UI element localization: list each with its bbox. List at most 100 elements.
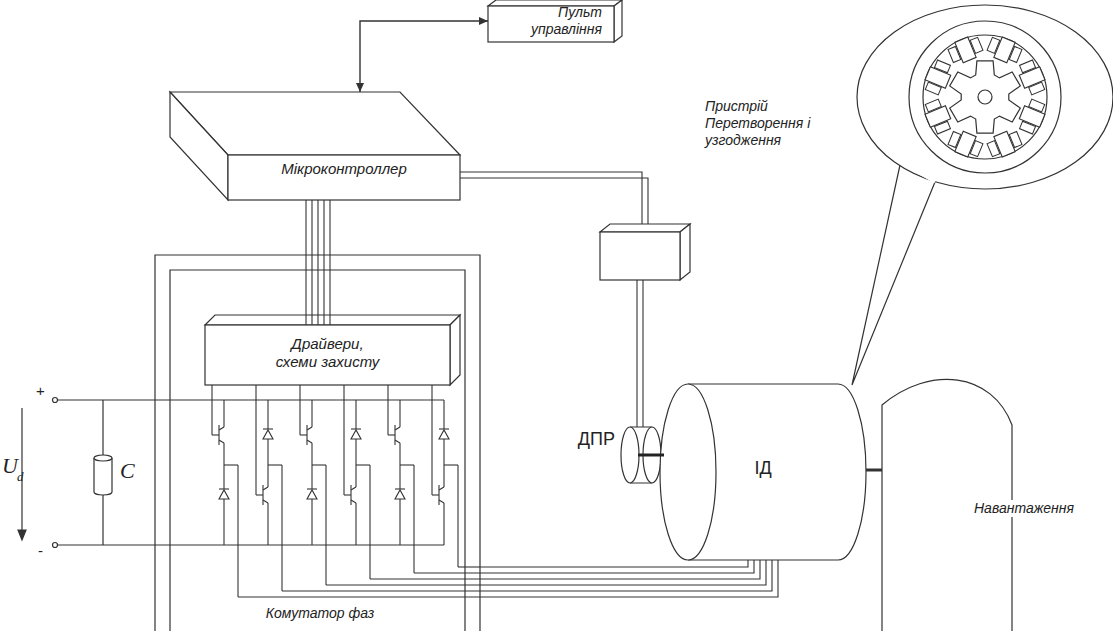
diode-symbol [219,488,229,489]
connector-line [360,21,488,92]
drivers-side [450,315,460,385]
igbt-symbol [307,427,312,430]
igbt-symbol [351,500,356,503]
phase-wire [457,465,458,567]
igbt-symbol [399,415,400,427]
mcu-side [170,92,228,200]
phase-wire [400,464,414,465]
phase-wire [237,465,238,597]
capacitor-symbol [94,458,112,495]
diagram-node: ІД [660,384,866,560]
diode-symbol [395,490,405,499]
diode-symbol [267,415,268,429]
coil [987,37,1000,53]
coil [925,82,941,95]
igbt-symbol [395,440,400,443]
stator-pole [922,98,955,136]
diagram-node: Комутатор фазДрайвери, схеми захисту [155,255,480,631]
diagram-node: ДПР [621,427,661,483]
gate-wire [431,385,432,495]
gate-wire [299,385,300,435]
connector-line [480,560,772,591]
bridge-wire [311,400,312,415]
converter-bridge [212,385,480,597]
phase-wire [224,464,238,465]
igbt-gate [435,494,439,495]
diode-symbol [351,428,361,429]
bridge-wire [399,400,400,415]
diagram-node: Пристрій Перетворення і узгодження [600,224,690,280]
diode-symbol [351,430,361,439]
coil [934,121,950,134]
connector [360,21,488,92]
stator-pole [1016,58,1049,96]
connector [460,172,648,224]
coil [1009,46,1022,62]
iface-side [680,224,690,280]
circuit-label: C [120,460,135,482]
node-label: Драйвери, схеми захисту [270,335,385,371]
phase-wire [444,464,458,465]
node-label: Пульт управління [518,4,602,38]
bridge-wire [355,400,356,415]
bridge-wire [399,515,400,545]
diagram-node: Мікроконтроллер [170,92,460,200]
connector-line [311,200,312,325]
console-side [614,0,622,42]
igbt-symbol [439,487,444,490]
stator-outer [909,21,1061,173]
igbt-symbol [443,475,444,487]
connector-line [317,200,318,325]
terminal [53,398,58,403]
bridge-wire [443,400,444,415]
motor-end [838,384,866,560]
callout-tail [852,165,935,385]
rotor [950,61,1021,133]
phase-wire [325,465,326,585]
phase-wire [370,578,480,579]
igbt-gate [347,494,351,495]
callout-bubble [857,5,1113,189]
coil [1029,99,1045,112]
diode-symbol [223,499,224,515]
igbt-symbol [399,443,400,455]
coil [948,132,961,148]
igbt-symbol [219,427,224,430]
motor-face [660,384,716,560]
coil [1029,82,1045,95]
igbt-symbol [263,500,268,503]
stator-pole [1016,98,1049,136]
circuit-label: d [17,470,24,483]
igbt-gate [391,434,395,435]
igbt-symbol [395,427,400,430]
diode-symbol [263,428,273,429]
node-label: Навантаження [972,500,1076,517]
connector [480,560,778,597]
bridge-wire [311,515,312,545]
connector-line [480,560,754,573]
igbt-gate [303,434,307,435]
capacitor-top [94,455,112,461]
diode-symbol [443,415,444,429]
phase-wire [268,464,282,465]
diode-symbol [219,490,229,499]
connector-line [480,560,766,585]
connector [306,200,330,325]
diode-symbol [395,488,405,489]
phase-wire [282,590,480,591]
bridge-wire [443,515,444,545]
diagram-node: Драйвери, схеми захисту [205,325,450,385]
diode-symbol [355,439,356,455]
igbt-symbol [307,440,312,443]
diode-symbol [311,499,312,515]
igbt-gate [259,494,263,495]
stator-yoke [923,35,1047,159]
plus-bus [55,399,444,400]
circuit-label: + [36,383,45,398]
rotor-shaft [978,90,992,104]
cap-wire [102,493,103,545]
bridge-wire [267,400,268,415]
diode-symbol [267,439,268,455]
iface-top [600,224,690,232]
node-label: ДПР [559,429,615,451]
